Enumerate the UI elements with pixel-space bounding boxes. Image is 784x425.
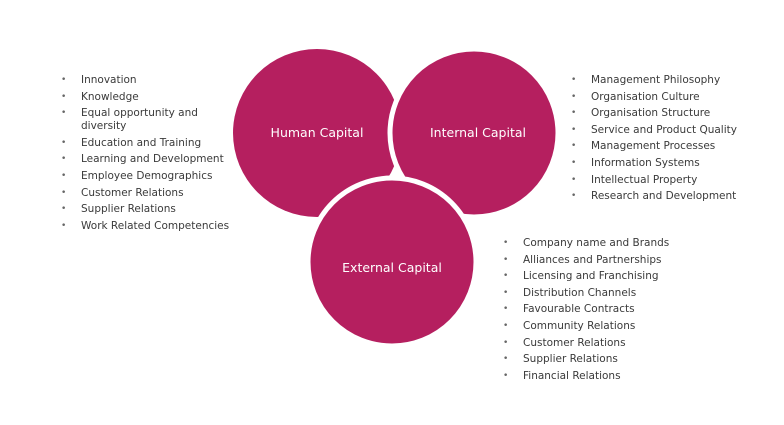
human-capital-item: Employee Demographics <box>61 170 231 183</box>
human-capital-item: Education and Training <box>61 137 231 150</box>
human-capital-label: Human Capital <box>271 125 364 140</box>
internal-capital-item: Intellectual Property <box>571 174 771 187</box>
human-capital-list: InnovationKnowledgeEqual opportunity and… <box>61 74 231 236</box>
human-capital-item: Supplier Relations <box>61 203 231 216</box>
human-capital-circle <box>233 49 401 217</box>
external-capital-item: Customer Relations <box>503 337 703 350</box>
internal-capital-item: Organisation Culture <box>571 91 771 104</box>
internal-capital-item: Service and Product Quality <box>571 124 771 137</box>
external-capital-item: Company name and Brands <box>503 237 703 250</box>
internal-capital-label: Internal Capital <box>430 125 526 140</box>
external-capital-list: Company name and BrandsAlliances and Par… <box>503 237 703 386</box>
external-capital-circle <box>305 175 479 349</box>
internal-capital-item: Organisation Structure <box>571 107 771 120</box>
internal-capital-item: Management Processes <box>571 140 771 153</box>
human-capital-item: Customer Relations <box>61 187 231 200</box>
external-capital-item: Financial Relations <box>503 370 703 383</box>
internal-capital-item: Research and Development <box>571 190 771 203</box>
external-capital-item: Supplier Relations <box>503 353 703 366</box>
internal-capital-circle <box>387 46 561 220</box>
human-capital-item: Learning and Development <box>61 153 231 166</box>
external-capital-label: External Capital <box>342 260 442 275</box>
internal-capital-item: Information Systems <box>571 157 771 170</box>
human-capital-item: Knowledge <box>61 91 231 104</box>
external-capital-item: Licensing and Franchising <box>503 270 703 283</box>
human-capital-item: Work Related Competencies <box>61 220 231 233</box>
internal-capital-list: Management PhilosophyOrganisation Cultur… <box>571 74 771 207</box>
human-capital-item: Equal opportunity and diversity <box>61 107 231 133</box>
external-capital-item: Favourable Contracts <box>503 303 703 316</box>
internal-capital-item: Management Philosophy <box>571 74 771 87</box>
external-capital-item: Alliances and Partnerships <box>503 254 703 267</box>
human-capital-item: Innovation <box>61 74 231 87</box>
external-capital-item: Community Relations <box>503 320 703 333</box>
external-capital-item: Distribution Channels <box>503 287 703 300</box>
